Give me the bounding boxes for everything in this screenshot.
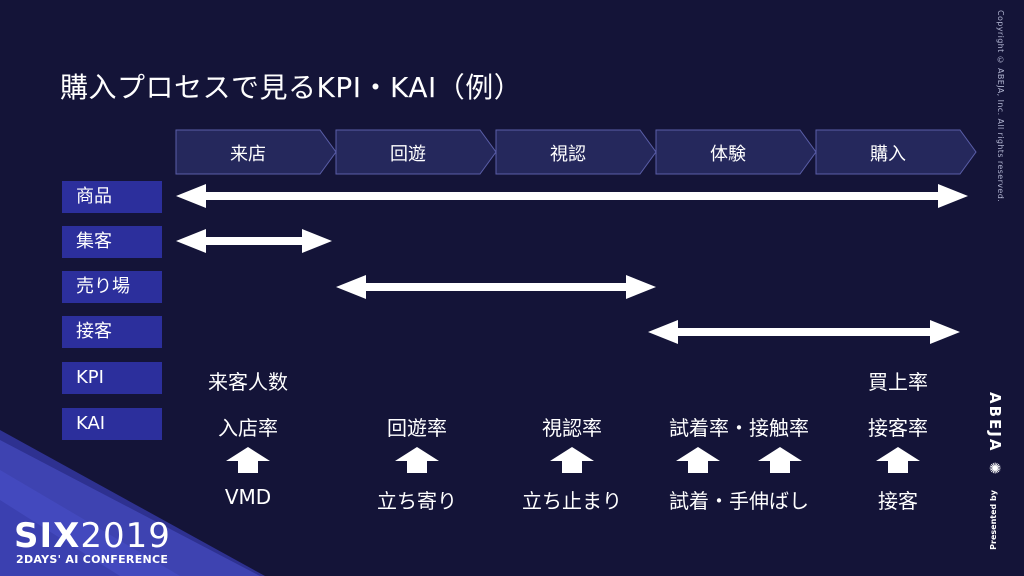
- action-value: 試着・手伸ばし: [669, 489, 809, 513]
- kpi-value: 買上率: [868, 370, 928, 394]
- double-headed-arrow-icon: [176, 229, 332, 253]
- row-label: KPI: [62, 362, 162, 394]
- kpi-value: 来客人数: [208, 370, 288, 394]
- stage-label: 視認: [550, 144, 586, 165]
- stage-label: 購入: [870, 144, 906, 165]
- copyright: Copyright © ABEJA, Inc. All rights reser…: [996, 10, 1005, 203]
- double-headed-arrow-icon: [176, 184, 968, 208]
- stage-chevron: [335, 129, 497, 175]
- brand-logo-year: 2019: [80, 516, 171, 556]
- stage-label: 体験: [710, 144, 746, 165]
- company-name: ABEJA: [986, 392, 1004, 453]
- kai-value: 試着率・接触率: [669, 416, 809, 440]
- up-arrow-icon: [758, 447, 802, 477]
- double-headed-arrow-icon: [336, 275, 656, 299]
- row-label: 商品: [62, 181, 162, 213]
- presented-by: Presented by: [989, 490, 998, 550]
- stage-chevron: [175, 129, 337, 175]
- stage-label: 回遊: [390, 144, 426, 165]
- up-arrow-icon: [550, 447, 594, 477]
- up-arrow-icon: [876, 447, 920, 477]
- kai-value: 入店率: [218, 416, 278, 440]
- kai-value: 回遊率: [387, 416, 447, 440]
- row-label: 売り場: [62, 271, 162, 303]
- kai-value: 接客率: [868, 416, 928, 440]
- brand-subtitle: 2DAYS' AI CONFERENCE: [16, 553, 169, 566]
- stage-label: 来店: [230, 144, 266, 165]
- stage-chevron: [655, 129, 817, 175]
- action-value: 接客: [878, 489, 918, 513]
- up-arrow-icon: [395, 447, 439, 477]
- action-value: 立ち止まり: [522, 489, 622, 513]
- kai-value: 視認率: [542, 416, 602, 440]
- up-arrow-icon: [676, 447, 720, 477]
- action-value: VMD: [224, 485, 272, 509]
- page-title: 購入プロセスで見るKPI・KAI（例）: [60, 71, 523, 104]
- brand-logo-main: SIX: [14, 516, 81, 556]
- row-label: 集客: [62, 226, 162, 258]
- brand-logo: SIX2019: [14, 516, 171, 556]
- action-value: 立ち寄り: [377, 489, 457, 513]
- abeja-logo-icon: ABEJA ✺: [986, 392, 1004, 480]
- stage-chevron: [495, 129, 657, 175]
- double-headed-arrow-icon: [648, 320, 960, 344]
- stage-chevron: [815, 129, 977, 175]
- row-label: KAI: [62, 408, 162, 440]
- up-arrow-icon: [226, 447, 270, 477]
- row-label: 接客: [62, 316, 162, 348]
